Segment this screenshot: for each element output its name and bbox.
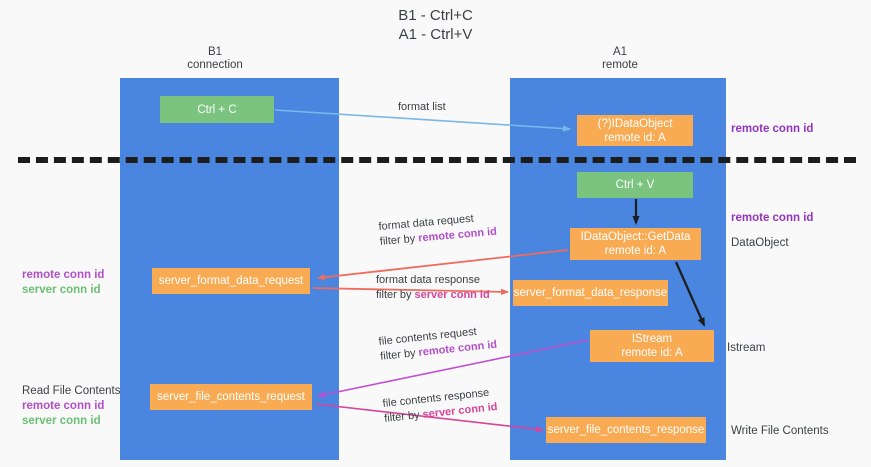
node-istream[interactable]: IStream remote id: A [590, 330, 714, 362]
note-remote-conn-id: remote conn id [22, 400, 105, 412]
node-server-format-data-request[interactable]: server_format_data_request [152, 268, 310, 294]
edge-label-filter-prefix: filter by [383, 408, 424, 425]
node-server-format-data-response[interactable]: server_format_data_response [513, 280, 668, 306]
section-divider [18, 157, 856, 163]
page-title: B1 - Ctrl+C A1 - Ctrl+V [398, 7, 473, 43]
note-dataobject: DataObject [731, 237, 789, 249]
node-idataobject-getdata[interactable]: IDataObject::GetData remote id: A [570, 228, 701, 260]
node-server-file-contents-response[interactable]: server_file_contents_response [546, 417, 706, 443]
arrow-format-data-response [312, 287, 509, 296]
note-remote-conn-id: remote conn id [22, 269, 105, 281]
note-remote-conn-id-mid: remote conn id [731, 212, 814, 224]
arrow-format-data-request [317, 249, 569, 281]
column-header-a1: A1 remote [602, 46, 638, 71]
note-istream: Istream [727, 342, 766, 354]
edge-label-line1: format list [398, 101, 446, 113]
node-server-file-contents-request[interactable]: server_file_contents_request [150, 384, 312, 410]
edge-label-line1: format data response [376, 274, 480, 286]
note-remote-conn-id-top: remote conn id [731, 123, 814, 135]
arrow-format-list [274, 109, 571, 132]
note-group-conn-ids: remote conn id server conn id [22, 268, 104, 298]
node-ctrl-c[interactable]: Ctrl + C [160, 96, 274, 123]
edge-label-format-data-response: format data response filter by server co… [376, 273, 490, 303]
edge-label-conn-key: server conn id [414, 289, 490, 301]
edge-label-format-list: format list [398, 100, 446, 115]
edge-label-filter-prefix: filter by [379, 346, 420, 363]
arrow-getdata-to-istream [674, 261, 706, 327]
edge-label-line2: filter by server conn id [376, 288, 490, 303]
arrow-file-contents-request [317, 339, 589, 398]
note-group-read-file-contents: Read File Contents remote conn id server… [22, 384, 120, 429]
edge-label-filter-prefix: filter by [376, 289, 415, 301]
arrow-file-contents-response [315, 403, 544, 433]
note-write-file-contents: Write File Contents [731, 425, 829, 437]
node-data-object[interactable]: (?)IDataObject remote id: A [577, 115, 693, 146]
note-server-conn-id: server conn id [22, 284, 101, 296]
node-ctrl-v[interactable]: Ctrl + V [577, 172, 693, 198]
note-server-conn-id: server conn id [22, 415, 101, 427]
note-read-file-contents-title: Read File Contents [22, 385, 121, 397]
edge-label-filter-prefix: filter by [379, 232, 419, 248]
column-header-b1: B1 connection [187, 46, 243, 71]
